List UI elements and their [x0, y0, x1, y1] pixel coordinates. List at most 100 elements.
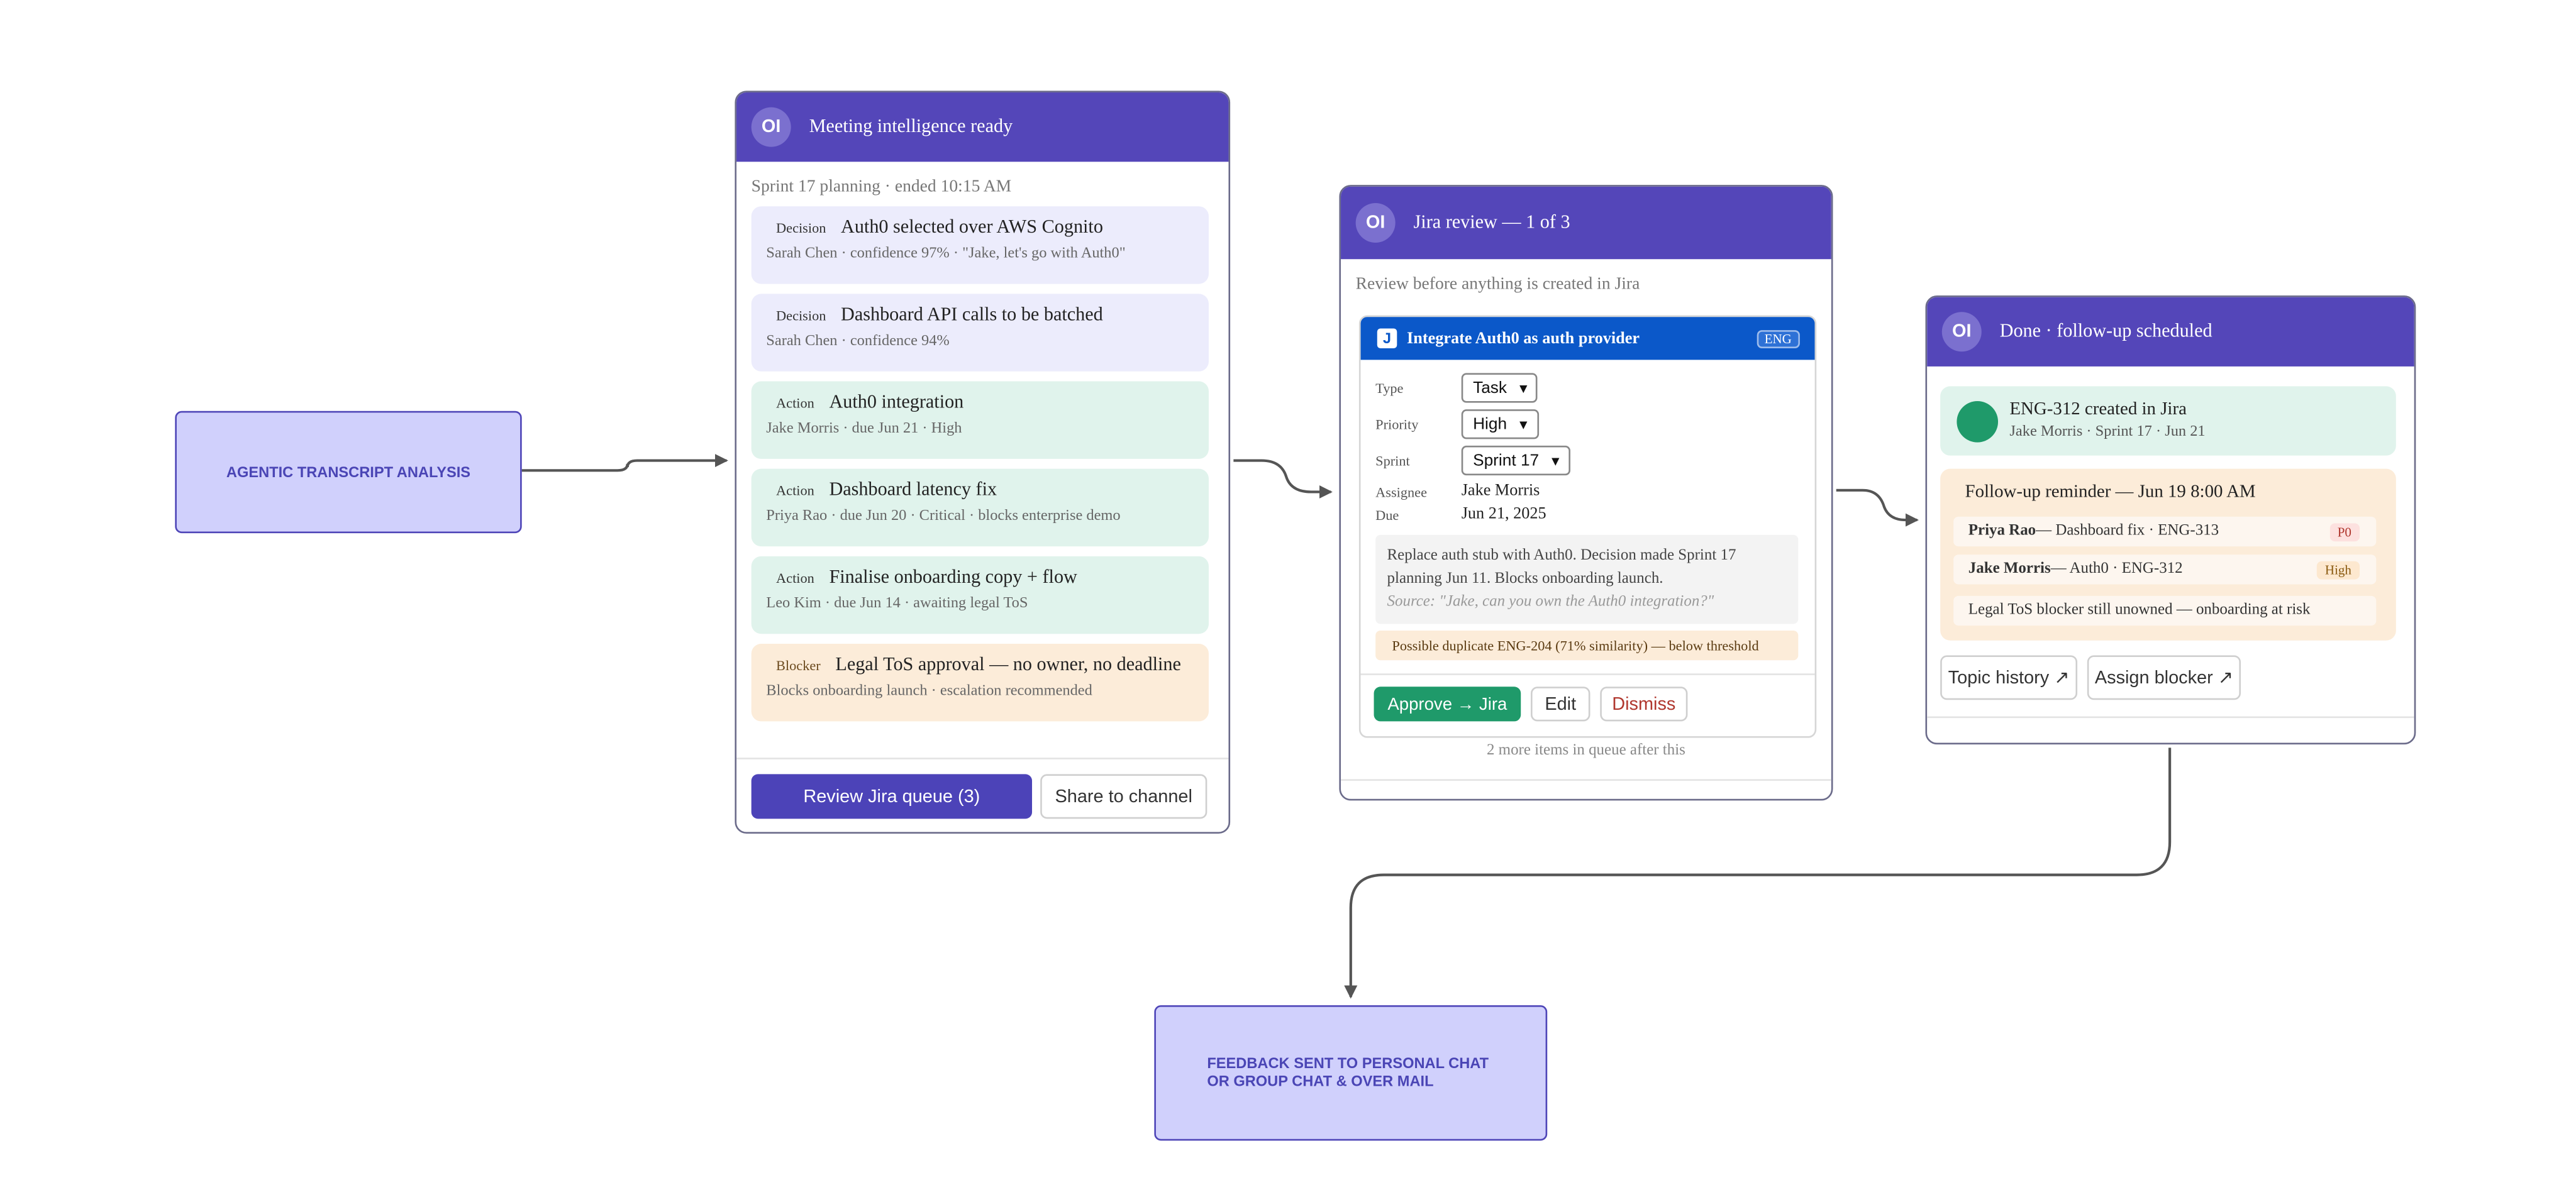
item-tag: Action: [776, 394, 814, 411]
start-box: AGENTIC TRANSCRIPT ANALYSIS: [175, 411, 522, 534]
created-confirmation: ENG-312 created in Jira Jake Morris · Sp…: [1940, 386, 2396, 456]
due-field: Due Jun 21, 2025: [1375, 505, 1546, 523]
due-label: Due: [1375, 505, 1399, 523]
dismiss-button[interactable]: Dismiss: [1600, 687, 1688, 722]
list-item[interactable]: Legal ToS blocker still unowned — onboar…: [1953, 595, 2377, 626]
avatar: OI: [751, 107, 791, 147]
chevron-down-icon: ▼: [1516, 380, 1530, 395]
end-box-line1: FEEDBACK SENT TO PERSONAL CHAT: [1207, 1054, 1489, 1072]
priority-badge: P0: [2329, 522, 2360, 541]
meeting-intelligence-card: OI Meeting intelligence ready Sprint 17 …: [735, 91, 1231, 834]
jira-review-card: OI Jira review — 1 of 3 Review before an…: [1339, 185, 1833, 801]
sprint-field: Sprint Sprint 17 ▼: [1375, 445, 1570, 476]
divider: [1341, 779, 1831, 781]
type-field: Type Task ▼: [1375, 373, 1538, 403]
item-meta: Jake Morris · due Jun 21 · High: [766, 421, 962, 438]
type-label: Type: [1375, 379, 1404, 397]
list-item[interactable]: Blocker Legal ToS approval — no owner, no…: [751, 643, 1209, 722]
jira-issue-header: J Integrate Auth0 as auth provider ENG: [1360, 317, 1815, 360]
created-meta: Jake Morris · Sprint 17 · Jun 21: [2009, 424, 2206, 441]
item-title: Dashboard API calls to be batched: [841, 305, 1103, 326]
item-title: Legal ToS approval — no owner, no deadli…: [835, 655, 1181, 675]
row-name: Jake Morris: [1968, 561, 2051, 578]
list-item[interactable]: Jake Morris — Auth0 · ENG-312 High: [1953, 554, 2377, 585]
row-name: Priya Rao: [1968, 523, 2036, 540]
item-meta: Leo Kim · due Jun 14 · awaiting legal To…: [766, 595, 1028, 613]
card3-header: OI Done · follow-up scheduled: [1927, 297, 2414, 367]
priority-label: Priority: [1375, 416, 1419, 433]
card2-title: Jira review — 1 of 3: [1413, 212, 1570, 233]
avatar: OI: [1941, 312, 1982, 352]
assignee-label: Assignee: [1375, 482, 1428, 500]
card2-header: OI Jira review — 1 of 3: [1341, 186, 1831, 260]
card1-subtitle: Sprint 17 planning · ended 10:15 AM: [751, 178, 1012, 197]
connector-card1-to-card2: [1233, 459, 1333, 499]
card1-header: OI Meeting intelligence ready: [736, 92, 1229, 162]
jira-icon: J: [1377, 328, 1397, 349]
share-to-channel-button[interactable]: Share to channel: [1040, 774, 1208, 819]
jira-issue-panel: J Integrate Auth0 as auth provider ENG T…: [1358, 315, 1817, 738]
item-tag: Decision: [776, 307, 826, 324]
duplicate-warning: Possible duplicate ENG-204 (71% similari…: [1375, 630, 1799, 661]
chevron-down-icon: ▼: [1548, 453, 1562, 468]
card1-title: Meeting intelligence ready: [809, 117, 1013, 137]
sprint-value: Sprint 17: [1473, 451, 1540, 470]
connector-card3-to-end: [1344, 747, 2172, 999]
avatar: OI: [1355, 202, 1396, 243]
description-source: Source: "Jake, can you own the Auth0 int…: [1387, 594, 1714, 611]
priority-select[interactable]: High ▼: [1461, 409, 1538, 439]
row-text: — Dashboard fix · ENG-313: [2036, 523, 2219, 540]
item-tag: Action: [776, 482, 814, 499]
card3-title: Done · follow-up scheduled: [1999, 321, 2212, 342]
issue-description: Replace auth stub with Auth0. Decision m…: [1375, 534, 1799, 624]
item-meta: Blocks onboarding launch · escalation re…: [766, 683, 1092, 700]
created-title: ENG-312 created in Jira: [2009, 399, 2187, 419]
row-text: — Auth0 · ENG-312: [2050, 561, 2183, 578]
done-card: OI Done · follow-up scheduled ENG-312 cr…: [1925, 295, 2416, 745]
item-tag: Blocker: [776, 657, 821, 674]
assignee-value: Jake Morris: [1461, 482, 1540, 500]
connector-start-to-card1: [521, 454, 728, 472]
edit-button[interactable]: Edit: [1530, 687, 1591, 722]
followup-title: Follow-up reminder — Jun 19 8:00 AM: [1965, 482, 2256, 502]
connector-card2-to-card3: [1836, 488, 1919, 527]
item-meta: Sarah Chen · confidence 97% · "Jake, let…: [766, 246, 1126, 263]
list-item[interactable]: Priya Rao — Dashboard fix · ENG-313 P0: [1953, 516, 2377, 547]
list-item[interactable]: Decision Dashboard API calls to be batche…: [751, 294, 1209, 372]
jira-issue-title: Integrate Auth0 as auth provider: [1407, 329, 1640, 348]
topic-history-button[interactable]: Topic history ↗: [1940, 655, 2078, 700]
sprint-label: Sprint: [1375, 452, 1410, 469]
project-badge: ENG: [1756, 329, 1800, 348]
assignee-field: Assignee Jake Morris: [1375, 482, 1540, 500]
end-box-line2: OR GROUP CHAT & OVER MAIL: [1207, 1073, 1434, 1089]
sprint-select[interactable]: Sprint 17 ▼: [1461, 445, 1570, 476]
row-text: Legal ToS blocker still unowned — onboar…: [1968, 602, 2311, 619]
type-select[interactable]: Task ▼: [1461, 373, 1538, 403]
priority-badge: High: [2316, 560, 2360, 579]
item-meta: Sarah Chen · confidence 94%: [766, 333, 950, 350]
item-tag: Action: [776, 569, 814, 587]
type-value: Task: [1473, 378, 1507, 397]
priority-field: Priority High ▼: [1375, 409, 1538, 439]
item-title: Auth0 selected over AWS Cognito: [841, 218, 1103, 238]
item-tag: Decision: [776, 219, 826, 236]
approve-jira-button[interactable]: Approve → Jira: [1374, 687, 1521, 722]
card1-footer: Review Jira queue (3) Share to channel: [736, 758, 1229, 832]
due-value: Jun 21, 2025: [1461, 505, 1546, 524]
success-icon: [1957, 401, 1999, 443]
chevron-down-icon: ▼: [1516, 416, 1530, 432]
divider: [1360, 673, 1815, 675]
start-box-label: AGENTIC TRANSCRIPT ANALYSIS: [226, 463, 471, 480]
assign-blocker-button[interactable]: Assign blocker ↗: [2087, 655, 2241, 700]
card2-subtitle: Review before anything is created in Jir…: [1355, 275, 1640, 294]
review-jira-queue-button[interactable]: Review Jira queue (3): [751, 774, 1033, 819]
followup-reminder: Follow-up reminder — Jun 19 8:00 AM Priy…: [1940, 468, 2396, 641]
item-title: Dashboard latency fix: [829, 480, 997, 500]
priority-value: High: [1473, 415, 1507, 434]
divider: [1927, 716, 2414, 719]
